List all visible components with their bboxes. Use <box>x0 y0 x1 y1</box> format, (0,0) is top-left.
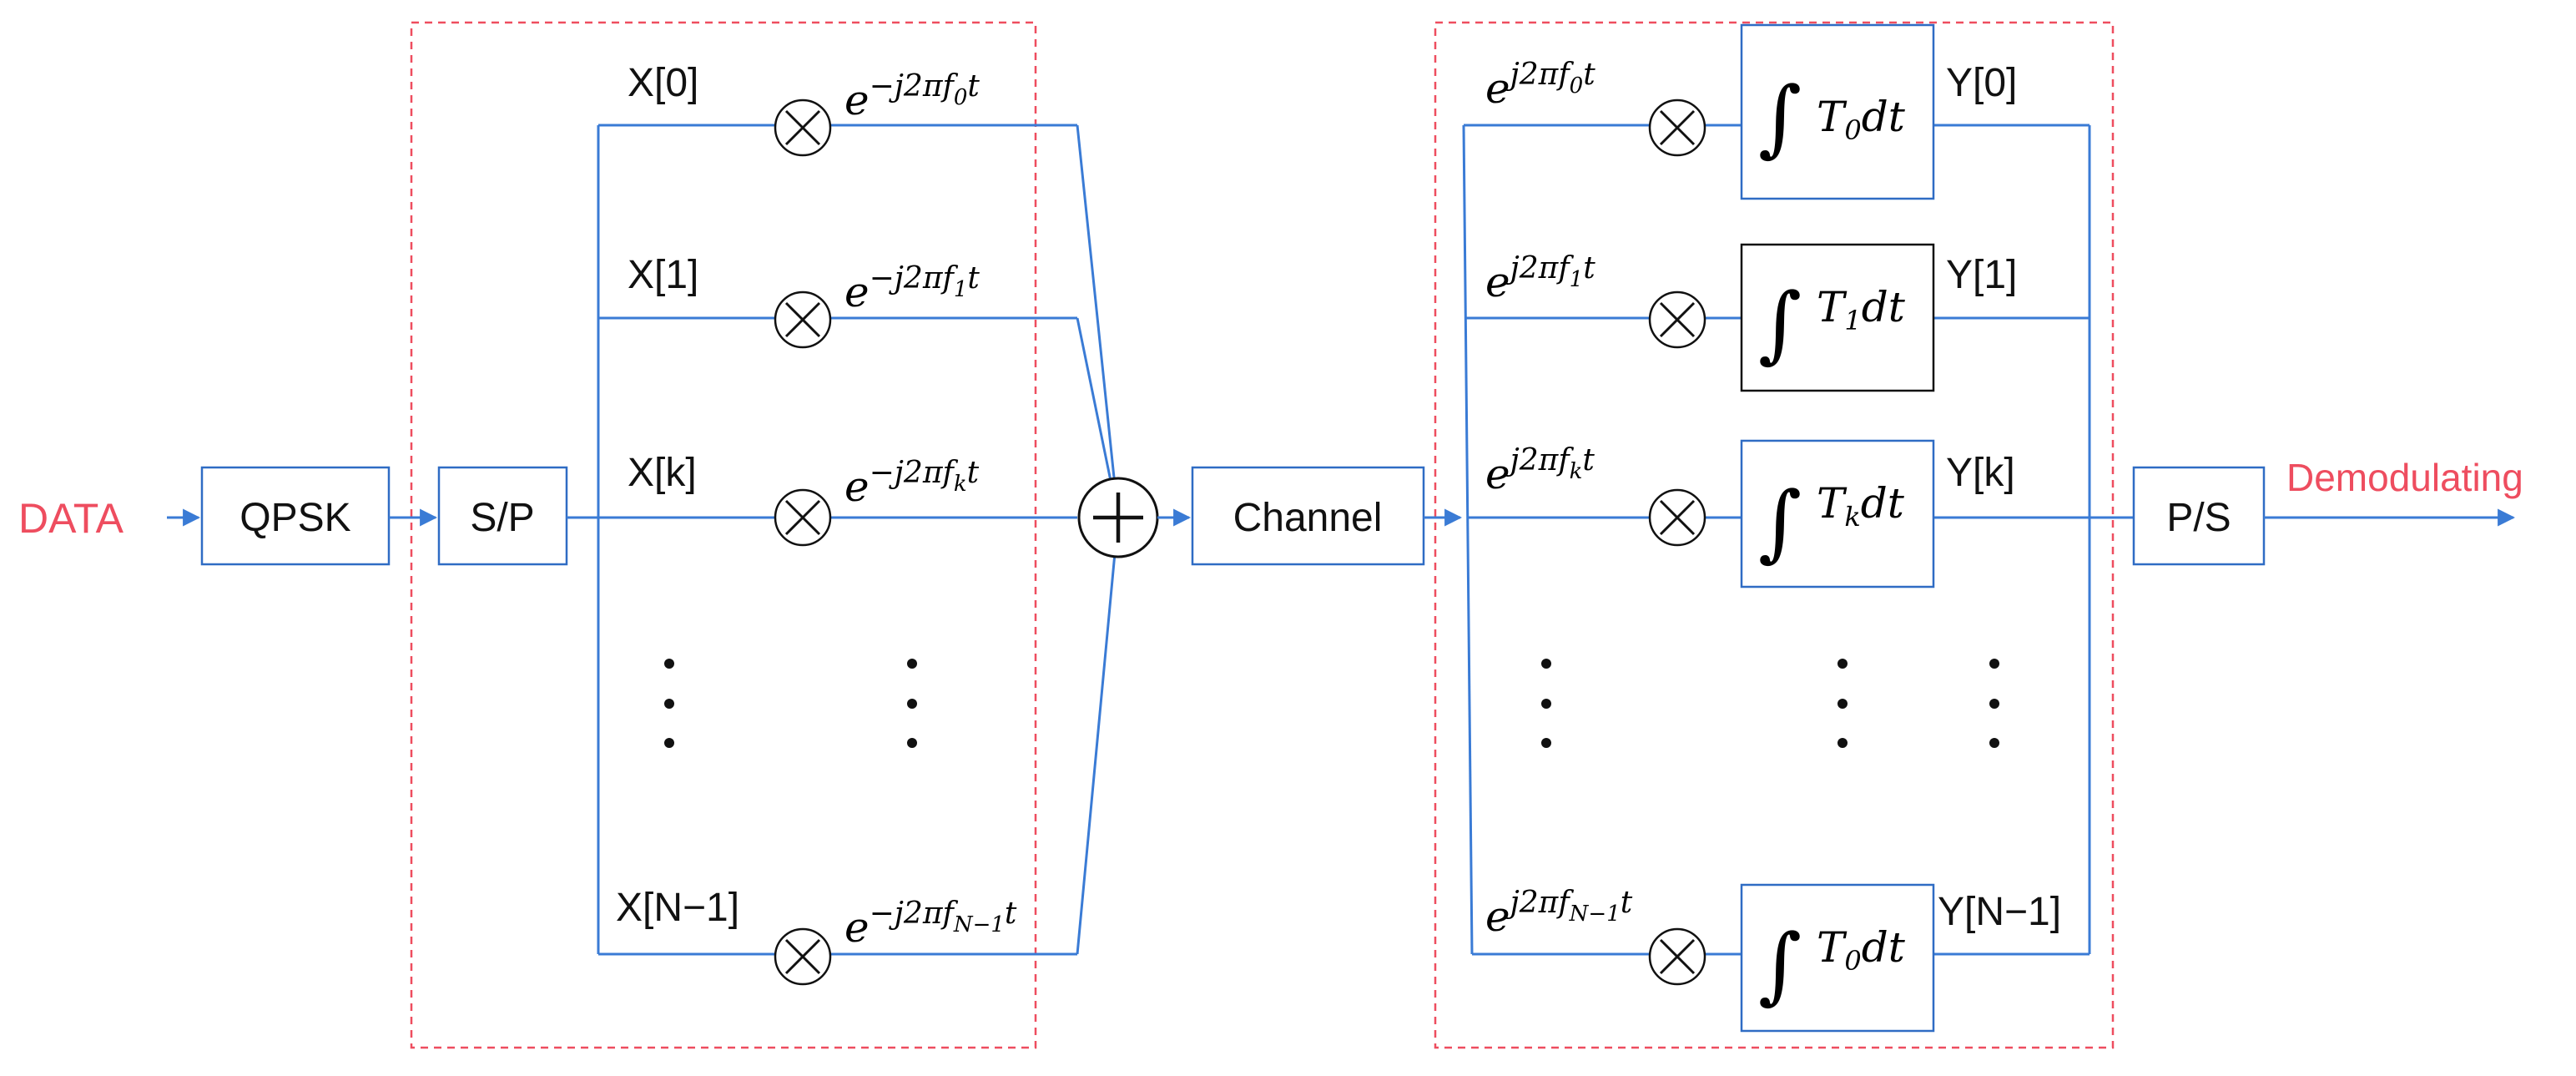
tx-multiplier-k <box>774 488 832 547</box>
rx-ellipsis-outputs <box>1989 659 1999 748</box>
sp-label: S/P <box>470 496 534 540</box>
rx-exp-label-k: ej2πfkt <box>1485 443 1595 498</box>
sp-block <box>437 466 568 566</box>
ps-block <box>2132 466 2266 566</box>
integrator-label-k: Tkdt <box>1817 479 1905 533</box>
rx-ellipsis-exponents <box>1541 659 1551 748</box>
rx-multiplier-0 <box>1648 99 1706 157</box>
tx-exp-label-0: e−j2πf0t <box>844 69 980 124</box>
tx-ellipsis-exponents <box>907 659 917 748</box>
rx-integrator-1: ∫ T1dt <box>1740 243 1935 392</box>
rx-integrator-0: ∫ T0dt <box>1740 23 1935 200</box>
input-label: DATA <box>18 495 124 542</box>
tx-multiplier-1 <box>774 290 832 349</box>
ps-label: P/S <box>2166 496 2231 540</box>
integrator-label-0: T0dt <box>1817 93 1906 146</box>
integral-sign-1: ∫ <box>1758 275 1802 372</box>
output-label: Demodulating <box>2286 456 2523 499</box>
integrator-label-1: T1dt <box>1817 283 1906 336</box>
rx-exp-label-1: ej2πf1t <box>1485 251 1596 306</box>
qpsk-label: QPSK <box>239 496 350 540</box>
transmitter-region <box>410 21 1037 1049</box>
rx-output-label-1: Y[1] <box>1946 253 2017 297</box>
receiver-region <box>1434 21 2115 1049</box>
rx-multiplier-n1 <box>1648 927 1706 986</box>
tx-exp-label-k: e−j2πfkt <box>844 456 980 511</box>
integrator-label-n1: T0dt <box>1817 923 1906 977</box>
integral-sign-n1: ∫ <box>1758 916 1802 1013</box>
tx-converge-wire-n1 <box>1076 517 1120 955</box>
sum-node <box>1077 477 1159 558</box>
integral-sign-0: ∫ <box>1758 68 1802 166</box>
tx-input-label-n1: X[N−1] <box>616 886 739 930</box>
tx-input-label-1: X[1] <box>628 253 698 297</box>
rx-ellipsis-integrators <box>1837 659 1848 748</box>
rx-output-label-k: Y[k] <box>1946 451 2015 495</box>
rx-multiplier-k <box>1648 488 1706 547</box>
tx-exp-label-n1: e−j2πfN−1t <box>844 897 1017 952</box>
tx-multiplier-n1 <box>774 927 832 986</box>
tx-input-label-k: X[k] <box>628 451 697 495</box>
tx-exp-label-1: e−j2πf1t <box>844 261 980 316</box>
rx-exp-label-0: ej2πf0t <box>1485 58 1596 113</box>
tx-converge-wire-0 <box>1076 124 1120 518</box>
tx-multiplier-0 <box>774 99 832 157</box>
tx-ellipsis-inputs <box>664 659 674 748</box>
integral-sign-k: ∫ <box>1758 473 1802 571</box>
rx-output-label-0: Y[0] <box>1946 61 2017 105</box>
rx-integrator-n1: ∫ T0dt <box>1740 883 1935 1033</box>
rx-exp-label-n1: ej2πfN−1t <box>1485 886 1633 941</box>
rx-integrator-k: ∫ Tkdt <box>1740 439 1935 589</box>
channel-block <box>1191 466 1425 566</box>
rx-bus <box>1462 124 1474 955</box>
rx-output-label-n1: Y[N−1] <box>1938 890 2061 934</box>
channel-label: Channel <box>1233 496 1383 540</box>
qpsk-block <box>200 466 391 566</box>
rx-multiplier-1 <box>1648 290 1706 349</box>
tx-input-label-0: X[0] <box>628 61 698 105</box>
